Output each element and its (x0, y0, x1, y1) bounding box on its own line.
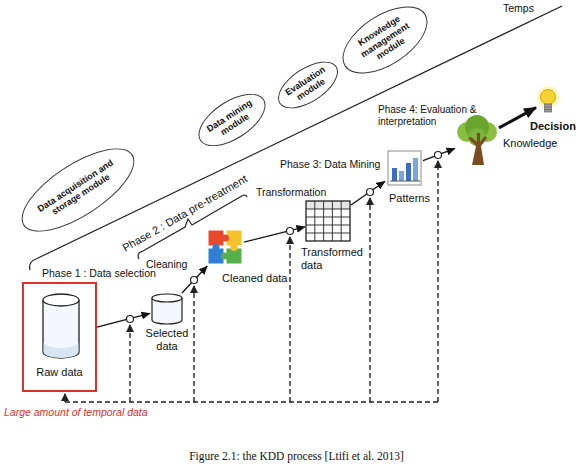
phase-point (287, 228, 294, 235)
grid-lines (306, 201, 350, 241)
raw-data-store: Raw data (22, 282, 97, 392)
phase-label: Phase 2 : Data pre-treatment (108, 165, 262, 261)
module-ellipse: Data mining module (190, 83, 274, 156)
feedback-line (129, 325, 130, 402)
cylinder-top (152, 294, 182, 302)
step-label: Transformation (256, 186, 326, 199)
data-icon: Knowledge (455, 115, 499, 165)
feedback-line (289, 237, 290, 402)
node-label: Transformed data (301, 246, 363, 272)
chart-icon (385, 148, 423, 188)
feedback-line (64, 394, 65, 402)
tree-icon (455, 115, 499, 165)
grid-frame (306, 201, 350, 241)
flow-arrow (423, 148, 455, 160)
cylinder-icon (150, 293, 184, 325)
feedback-loop (65, 161, 438, 402)
module-ellipse: Data acquisition and storage module (9, 133, 146, 247)
figure-caption: Figure 2.1: the KDD process [Ltifi et al… (10, 450, 583, 462)
puzzle-knob (221, 253, 228, 260)
puzzle-knob (213, 244, 220, 251)
bulb-thread (545, 107, 552, 110)
data-icon: Transformed data (305, 200, 351, 242)
data-store: Selected data (150, 293, 184, 325)
phase-point (367, 189, 374, 196)
phase-label: Phase 4: Evaluation & interpretation (378, 104, 484, 128)
note-label: Large amount of temporal data (4, 406, 148, 419)
phase-label: Phase 1 : Data selection (42, 267, 156, 280)
flow-arrow (499, 108, 536, 128)
tree-trunk (468, 133, 487, 165)
bulb-icon (536, 86, 560, 116)
phase-point (191, 277, 198, 284)
module-ellipse: Evaluation module (270, 52, 346, 118)
cylinder-icon (41, 292, 81, 360)
phase-label: Phase 3: Data Mining (280, 158, 380, 171)
module-label: Evaluation module (279, 61, 337, 109)
node-label: Patterns (389, 192, 439, 205)
step-label: Cleaning (146, 258, 187, 271)
chart-bar (392, 168, 397, 181)
node-label: Knowledge (503, 137, 563, 150)
chart-bar (406, 163, 411, 181)
puzzle-piece (208, 230, 224, 246)
bulb-base (545, 104, 552, 112)
module-ellipse: Knowledge management module (331, 0, 439, 87)
node-label: Decision (530, 120, 578, 133)
flow-arrow (244, 227, 305, 242)
puzzle-icon (206, 228, 244, 266)
puzzle-knob (222, 235, 229, 242)
axis-label: Temps (503, 2, 534, 15)
phase-point (127, 316, 134, 323)
module-label: Data acquisition and storage module (29, 153, 127, 227)
node-label: Selected data (145, 327, 189, 353)
puzzle-knob (231, 244, 238, 251)
feedback-line (193, 286, 194, 402)
flow-arrow (97, 313, 150, 327)
module-label: Knowledge management module (346, 7, 423, 72)
grid-icon (305, 200, 351, 242)
data-icon: Decision (536, 86, 560, 116)
data-icon: Patterns (385, 148, 423, 188)
bulb-glass (541, 90, 556, 105)
grid-header (306, 201, 350, 209)
chart-bar (413, 158, 418, 181)
chart-axis (390, 181, 420, 182)
cylinder-top (43, 294, 79, 306)
module-label: Data mining module (201, 95, 263, 145)
data-icon: Cleaned data (206, 228, 244, 266)
cylinder-body (43, 300, 79, 358)
chart-frame (388, 151, 421, 185)
feedback-line (437, 161, 438, 402)
cylinder-tint (43, 342, 78, 358)
node-label: Cleaned data (222, 272, 292, 285)
feedback-line (65, 401, 438, 402)
chart-bar (399, 171, 404, 181)
phase-point (435, 152, 442, 159)
node-label: Raw data (24, 366, 95, 379)
time-brace (30, 6, 562, 270)
flow-arrow (182, 266, 207, 293)
feedback-line (369, 198, 370, 402)
flow-arrow (351, 181, 385, 205)
